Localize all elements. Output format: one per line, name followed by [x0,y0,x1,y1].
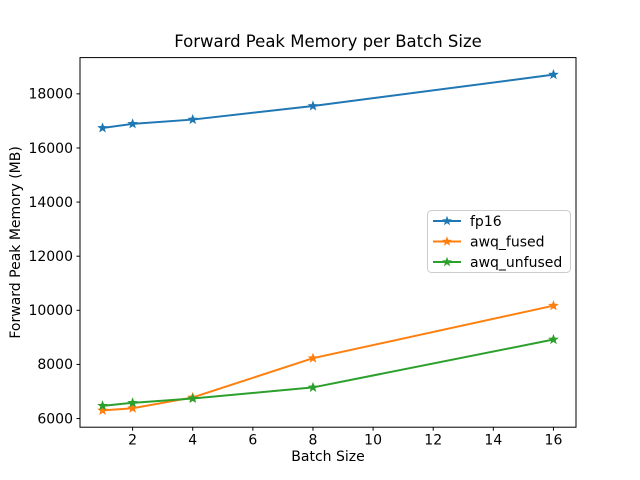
data-point-awq_unfused-2 [127,397,138,408]
legend-label: fp16 [470,214,502,230]
x-tick-label: 16 [545,433,563,449]
y-tick-label: 12000 [28,249,73,265]
legend-box [427,210,571,273]
y-tick-label: 14000 [28,195,73,211]
data-point-fp16-16 [548,69,559,80]
chart-title: Forward Peak Memory per Batch Size [174,32,482,51]
data-point-awq_unfused-1 [97,400,108,411]
legend-label: awq_unfused [470,255,562,271]
data-point-fp16-4 [187,113,199,125]
legend-entry-awq_unfused: awq_unfused [433,255,562,271]
data-point-fp16-1 [97,122,108,133]
x-tick-label: 6 [248,433,257,449]
y-tick-label: 10000 [28,303,73,319]
y-axis-ticks: 6000 8000 10000 12000 14000 16000 18000 [28,87,80,427]
x-tick-label: 8 [309,433,318,449]
data-point-awq_unfused-16 [548,333,559,345]
x-axis-label: Batch Size [291,449,364,465]
series-awq_unfused [97,333,559,411]
y-axis-label: Forward Peak Memory (MB) [8,146,24,338]
x-tick-label: 4 [188,433,197,449]
data-point-awq_fused-8 [307,352,319,363]
y-tick-label: 6000 [37,411,73,427]
legend-marker-star [442,215,452,226]
x-tick-label: 12 [424,433,442,449]
x-tick-label: 2 [128,433,137,449]
data-point-awq_fused-16 [548,300,559,311]
series-fp16 [97,69,559,133]
x-tick-label: 10 [364,433,382,449]
legend-marker-star [442,236,452,246]
legend-marker-star [442,256,452,267]
legend-entry-fp16: fp16 [433,214,502,230]
y-tick-label: 16000 [28,141,73,157]
data-point-awq_unfused-8 [307,381,319,392]
data-point-awq_unfused-4 [187,392,199,404]
y-tick-label: 18000 [28,87,73,103]
legend: fp16 awq_fused awq_unfused [427,210,571,273]
y-tick-label: 8000 [37,357,73,373]
data-point-fp16-8 [307,100,319,111]
x-axis-ticks: 2 4 6 8 10 12 14 16 [128,427,562,449]
data-point-fp16-2 [127,118,138,129]
legend-label: awq_fused [470,235,545,251]
x-tick-label: 14 [484,433,502,449]
data-point-awq_fused-2 [127,402,138,413]
legend-entry-awq_fused: awq_fused [433,235,545,251]
data-point-awq_fused-1 [97,404,108,415]
